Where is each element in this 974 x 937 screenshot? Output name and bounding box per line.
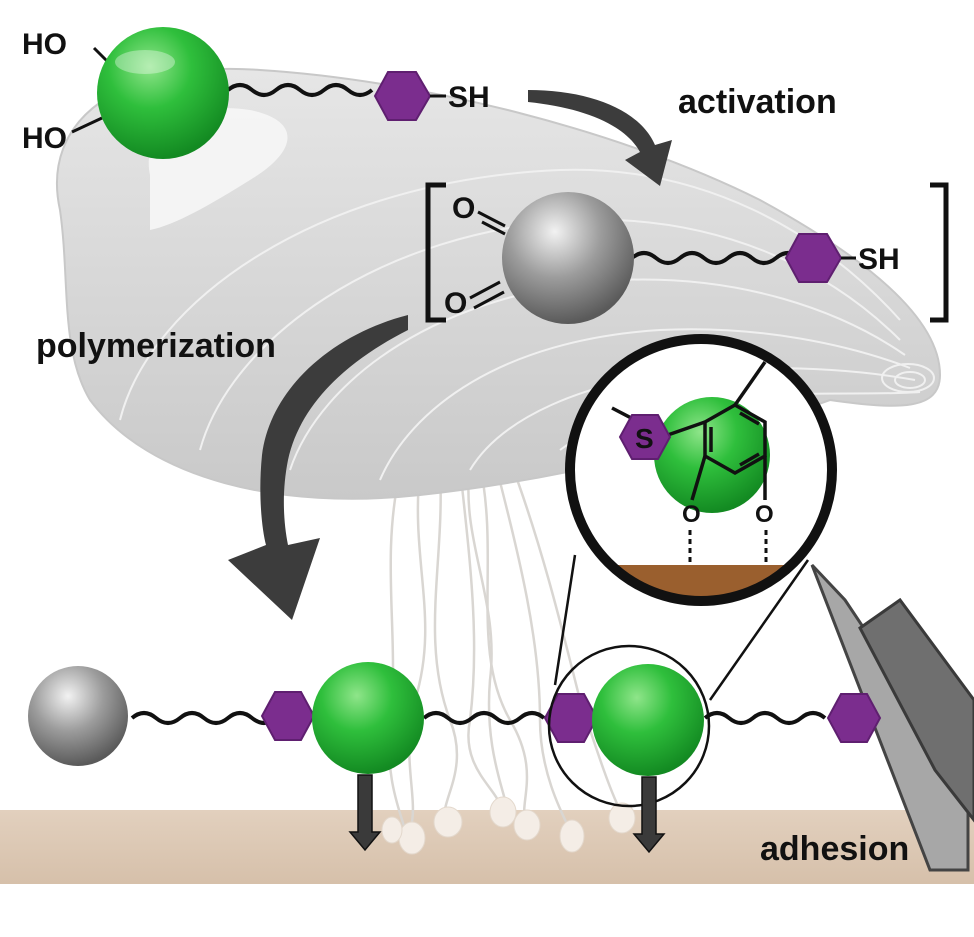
adhesive-polymer: [28, 644, 882, 808]
monomer-linker-chain: [226, 83, 374, 97]
zoom-line: [708, 559, 810, 701]
linker-hexagon: [618, 414, 672, 460]
polymer-backbone: [130, 711, 827, 725]
carbonyl-bottom-label: O: [444, 287, 467, 320]
activated-linker-chain: [630, 251, 802, 265]
adhesive-plaques: [381, 796, 636, 855]
linker-hexagon: [260, 691, 316, 741]
byssal-threads: [387, 459, 622, 831]
adhesion-label: adhesion: [760, 830, 909, 868]
polymerization-arrow: [228, 315, 408, 620]
catechol-sphere: [592, 664, 704, 776]
sulfur-label: S: [635, 423, 654, 454]
activation-label: activation: [678, 83, 837, 121]
magnifier-lens: S O O: [565, 334, 837, 606]
carbonyl-top-label: O: [452, 192, 475, 225]
activation-arrow: [528, 90, 672, 186]
polymerization-label: polymerization: [36, 327, 276, 365]
quinone-sphere: [28, 666, 128, 766]
quinone-sphere: [502, 192, 634, 324]
thiol-label: SH: [858, 243, 900, 276]
adhesion-arrows: [348, 774, 666, 854]
catechol-sphere: [654, 397, 770, 513]
substrate-surface: [0, 810, 974, 884]
oxygen-left-label: O: [682, 501, 701, 528]
thiol-label: SH: [448, 81, 490, 114]
oxygen-right-label: O: [755, 501, 774, 528]
hydroxyl-bottom-label: HO: [22, 122, 67, 155]
zoom-highlight-circle: [547, 644, 711, 808]
zoom-line: [553, 554, 577, 686]
catechol-sphere: [97, 27, 229, 159]
linker-hexagon: [826, 693, 882, 743]
magnifier-handle: [810, 563, 974, 872]
hydroxyl-top-label: HO: [22, 28, 67, 61]
activated-quinone: O O SH: [425, 182, 949, 324]
catechol-sphere: [312, 662, 424, 774]
catechol-monomer: HO HO SH: [22, 27, 490, 159]
